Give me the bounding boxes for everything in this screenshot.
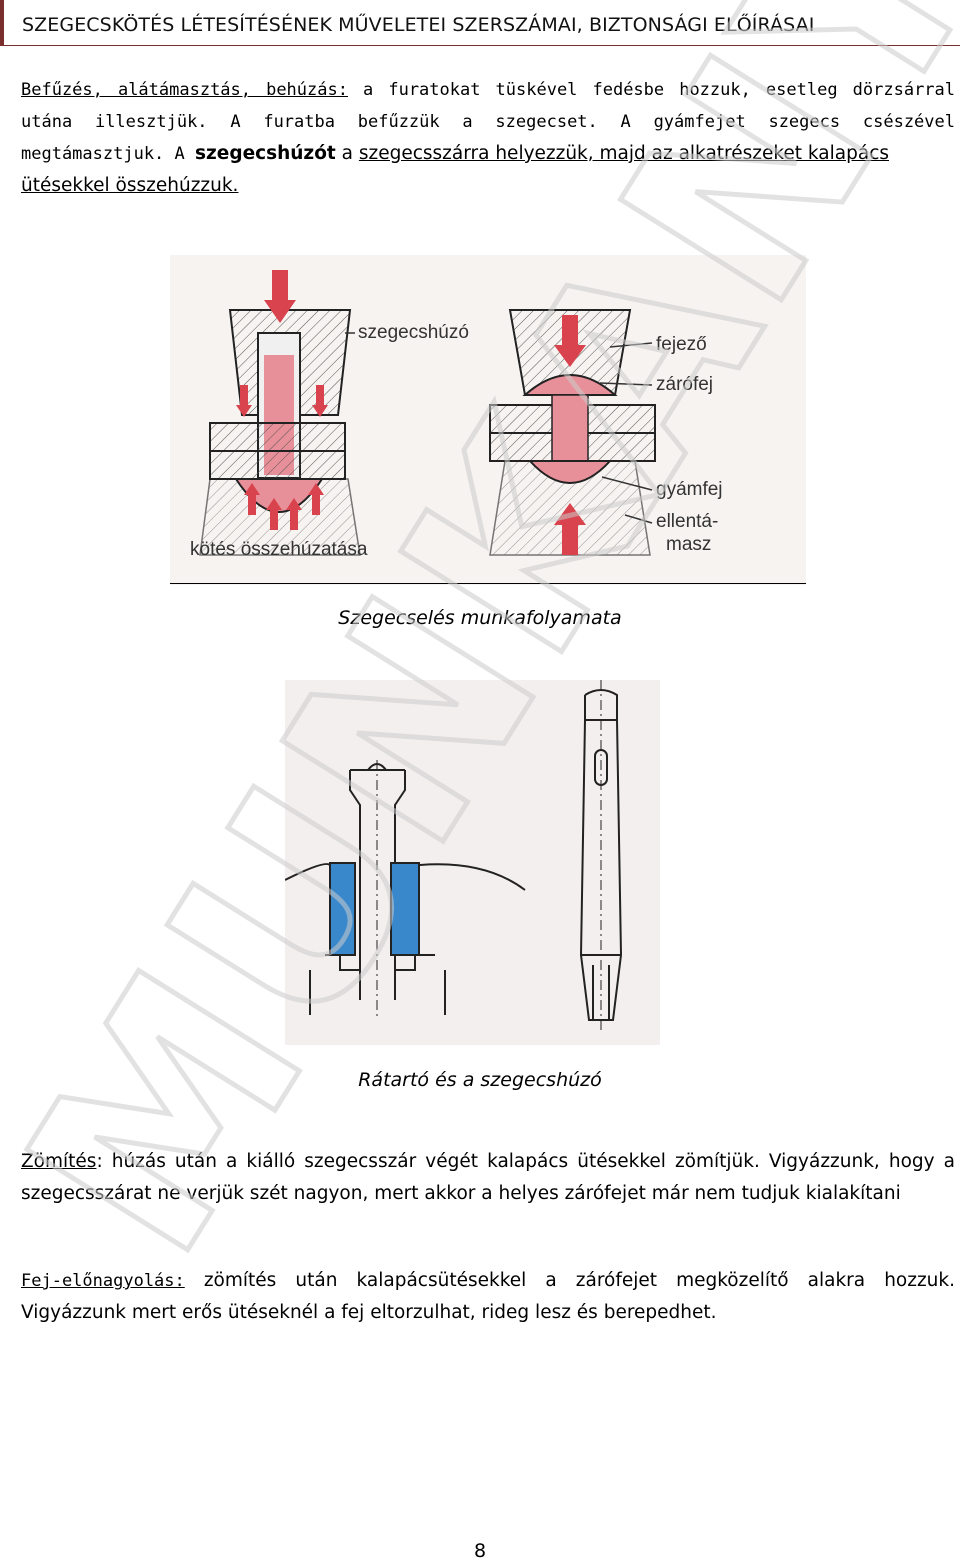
label-support-head: gyámfej — [656, 479, 723, 500]
page-number: 8 — [473, 1540, 487, 1562]
label-closing: zárófej — [656, 374, 713, 395]
p1-bold: szegecshúzót — [195, 143, 336, 164]
paragraph-3: Fej-előnagyolás: zömítés után kalapácsüt… — [21, 1265, 955, 1329]
label-puller: szegecshúzó — [358, 322, 469, 343]
paragraph-2: Zömítés: húzás után a kiálló szegecsszár… — [21, 1146, 955, 1210]
retainer-left-block — [329, 862, 356, 956]
puller-drawing — [579, 680, 623, 1030]
p1-underline-b: ütésekkel összehúzzuk. — [21, 175, 239, 196]
p1-underline-a: szegecsszárra helyezzük, majd az alkatré… — [358, 143, 890, 164]
retainer-drawing — [285, 760, 526, 1020]
paragraph-1: Befűzés, alátámasztás, behúzás: a furato… — [21, 74, 955, 202]
retainer-right-block — [390, 862, 420, 956]
term-zomites: Zömítés — [21, 1151, 97, 1172]
p3-text: zömítés után kalapácsütésekkel a zárófej… — [21, 1270, 955, 1323]
p2-text: : húzás után a kiálló szegecsszár végét … — [21, 1151, 955, 1204]
figure-divider — [170, 583, 806, 584]
retainer-puller-figure — [285, 680, 660, 1045]
riveting-process-figure: szegecshúzó kötés összehúzatása fejező z… — [170, 255, 806, 585]
term-fej-elonagyolas: Fej-előnagyolás: — [21, 1271, 185, 1291]
label-counter-1: ellentá- — [656, 511, 718, 532]
right-assembly — [489, 309, 656, 556]
p1-text-b: a — [335, 143, 359, 164]
caption-riveting: Szegecselés munkafolyamata — [338, 607, 622, 629]
left-assembly — [199, 270, 361, 556]
caption-retainer: Rátartó és a szegecshúzó — [358, 1069, 602, 1091]
label-counter-2: masz — [666, 534, 711, 555]
header-title: SZEGECSKÖTÉS LÉTESÍTÉSÉNEK MŰVELETEI SZE… — [22, 14, 815, 36]
p1-text-a: a furatokat tüskével fedésbe hozzuk, ese… — [21, 80, 956, 164]
term-befuzes: Befűzés, alátámasztás, behúzás: — [21, 80, 348, 100]
label-tighten: kötés összehúzatása — [190, 539, 368, 560]
label-header: fejező — [656, 334, 707, 355]
page-header: SZEGECSKÖTÉS LÉTESÍTÉSÉNEK MŰVELETEI SZE… — [0, 0, 960, 46]
